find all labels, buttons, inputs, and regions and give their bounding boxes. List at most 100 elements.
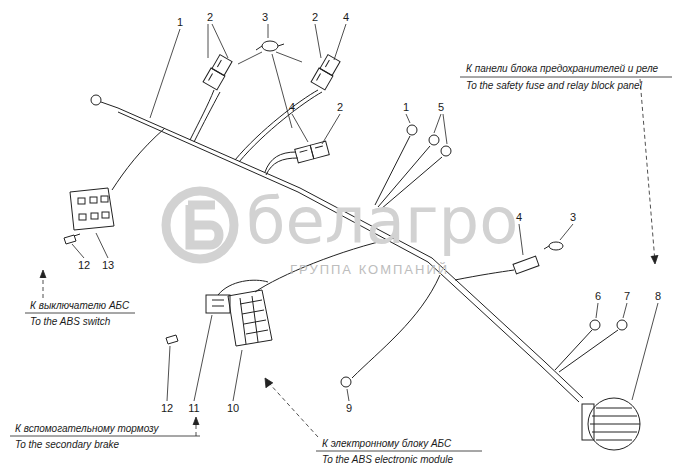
ring-terminal-9-part [341,377,351,387]
leader-lines-part [208,24,228,58]
destination-note: К панели блока предохранителей и реле [466,63,658,75]
callout-number: 2 [312,11,318,23]
caption-arrows-part [40,270,46,278]
callout-number: 9 [346,402,352,414]
destination-note: To the ABS electronic module [322,454,453,466]
caption-arrows-part [460,77,672,78]
callout-number: 5 [438,101,444,113]
connector-13-part [79,214,86,220]
pin-12a [64,234,80,244]
callout-number: 3 [570,211,576,223]
connector-13-part [91,213,98,219]
connector-pair-middle [295,141,330,163]
terminal-3-lower-part [549,242,563,250]
callout-number: 13 [102,259,114,271]
destination-note: To the ABS switch [30,316,110,328]
connector-13-part [90,197,97,203]
watermark: ГРУППА КОМПАНИЙ [290,262,449,277]
branch-wires-part [352,275,440,378]
leader-lines-part [596,303,598,318]
connector-11 [206,295,230,313]
connector-13-part [78,198,85,204]
branch-wires-part [194,92,220,142]
leader-lines-part [72,244,84,258]
caption-arrows-part [25,313,135,314]
ring-terminals-part [441,146,451,156]
callout-number: 1 [403,101,409,113]
ring-terminals-6-7-part [617,320,627,330]
leader-lines-part [233,350,242,401]
leader-lines-part [560,224,573,240]
caption-arrows-part [651,255,658,264]
leader-lines-part [632,303,658,400]
connector-8-part [588,398,640,450]
terminal-3-top [256,41,284,51]
callout-number: 12 [78,259,90,271]
caption-arrows-part [316,451,482,452]
connector-pair-top-right-part [320,55,340,76]
watermark-logo-part [188,205,219,245]
pin-12b [166,335,178,344]
leader-lines-part [322,114,340,144]
terminal-3-top-part [256,44,284,50]
connector-10 [228,290,272,346]
watermark-logo [166,191,234,259]
connector-11-part [212,300,224,306]
destination-note: To the safety fuse and relay block panel [466,80,642,92]
main-trunk-part [101,102,118,108]
main-trunk-part [91,95,101,105]
branch-wires-part [239,92,322,162]
caption-arrows-part [10,436,200,437]
callout-number: 10 [227,402,239,414]
callout-number: 4 [343,11,349,23]
connector-8-part [590,408,640,440]
callout-number: 1 [177,16,183,28]
caption-arrows-part [640,79,655,262]
branch-wires-part [559,330,618,372]
ring-terminals-6-7-part [590,320,600,330]
connector-pair-top-right-part [311,68,333,90]
connector-13 [70,188,114,230]
callout-number: 6 [595,290,601,302]
connector-13-part [101,196,108,202]
leader-lines-part [150,29,180,118]
destination-note: К электронному блоку АБС [322,438,451,450]
branch-wires-part [266,158,298,175]
connector-8 [582,398,640,450]
connector-pair-top-right [311,54,341,90]
terminal-3-top-part [262,41,278,51]
callout-number: 3 [262,11,268,23]
callout-number: 8 [655,290,661,302]
pin-12a-part [64,234,80,244]
connector-pair-top-left-part [209,60,222,81]
connector-13-part [70,188,114,230]
connector-4-lower [513,256,539,274]
connector-pair-middle-part [300,146,323,152]
connector-pair-top-left-part [212,55,232,76]
branch-wires-part [190,90,214,140]
leader-lines-part [167,346,170,401]
leader-lines-part [194,315,212,401]
connector-pair-top-left-part [203,68,225,90]
branch-wires-part [112,128,165,190]
leader-lines-part [406,114,410,123]
leader-lines-part [238,52,302,128]
connector-pair-top-left [203,54,233,90]
ring-terminals [407,125,451,156]
caption-arrows-part [268,382,318,437]
pin-12b-part [166,335,178,344]
destination-note: К вспомогательному тормозу [15,423,158,435]
callout-number: 2 [207,11,213,23]
caption-arrows [10,77,672,451]
main-trunk-part [118,108,583,398]
destination-note: To the secondary brake [15,439,119,451]
connector-10-part [228,290,272,346]
leader-lines-part [334,24,346,60]
ring-terminal-9 [341,377,351,387]
connector-pair-top-right-part [317,60,330,81]
leader-lines-part [434,114,447,144]
connector-10-part [240,296,268,344]
callout-number: 12 [161,402,173,414]
callout-number: 2 [337,101,343,113]
